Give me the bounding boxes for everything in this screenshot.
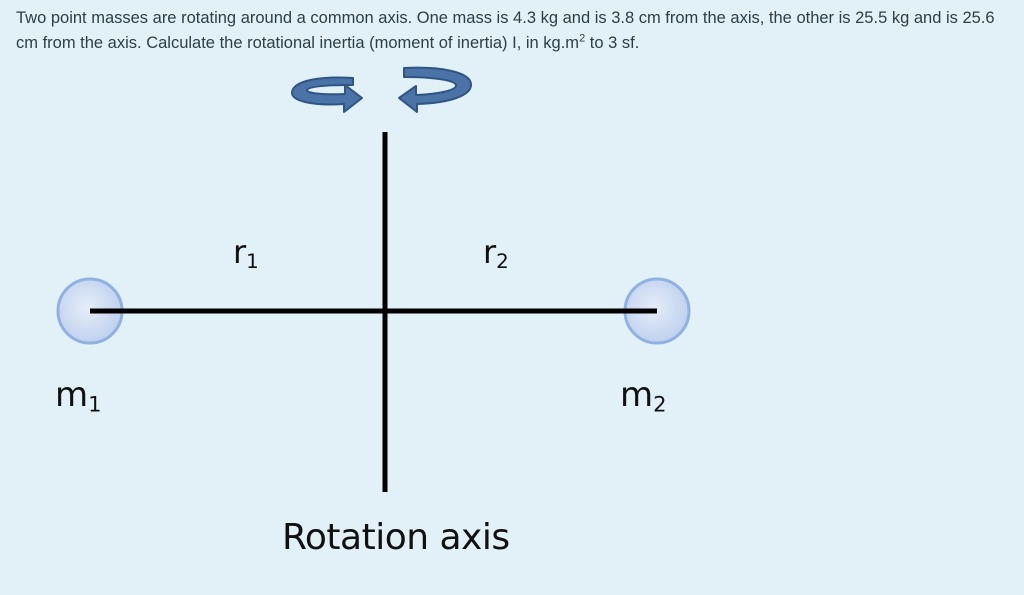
question-text-end: to 3 sf.: [585, 34, 640, 52]
label-m2-sub: 2: [653, 391, 667, 417]
question-text: Two point masses are rotating around a c…: [16, 6, 1016, 56]
label-r2-base: r: [483, 233, 497, 271]
question-text-main: Two point masses are rotating around a c…: [16, 9, 995, 52]
label-m1-sub: 1: [88, 391, 102, 417]
question-superscript: 2: [579, 32, 586, 45]
rotation-arrows-icon: [291, 66, 472, 113]
rotation-axis-caption: Rotation axis: [282, 517, 510, 558]
rotation-arrow-left-icon: [291, 76, 363, 113]
label-r2: r2: [483, 236, 509, 272]
label-m2-base: m: [620, 375, 654, 415]
label-r1: r1: [233, 236, 259, 272]
rotation-arrow-right-icon: [398, 66, 472, 113]
label-r1-base: r: [233, 233, 247, 271]
label-r1-sub: 1: [246, 249, 259, 273]
label-m1: m1: [55, 378, 102, 414]
label-r2-sub: 2: [496, 249, 509, 273]
label-m1-base: m: [55, 375, 89, 415]
label-m2: m2: [620, 378, 667, 414]
